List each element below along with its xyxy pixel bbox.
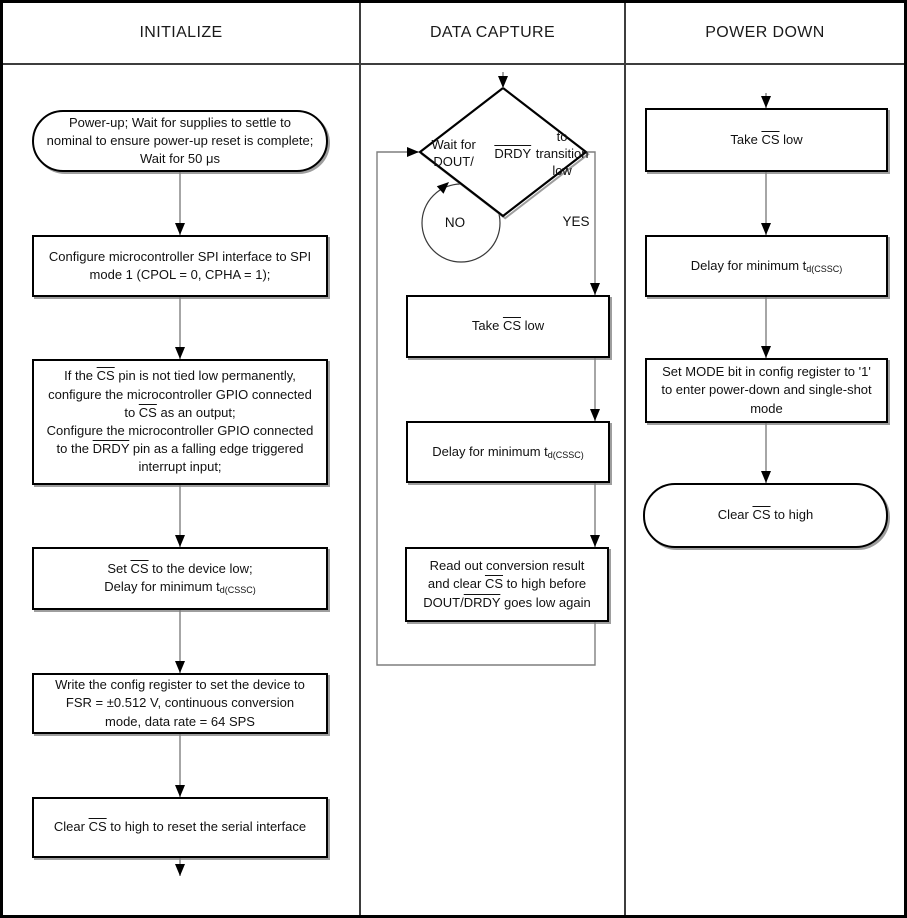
node-text: Configure microcontroller SPI interface … <box>48 248 312 282</box>
node-text: Power-up; Wait for supplies to settle to… <box>46 114 314 167</box>
node-write-config-register: Write the config register to set the dev… <box>32 673 328 734</box>
node-text: Write the config register to set the dev… <box>55 677 305 729</box>
node-text: Take CS low <box>471 318 545 334</box>
column-header-initialize: INITIALIZE <box>139 24 223 41</box>
column-divider-1 <box>359 3 361 915</box>
node-text: Set CS to the device low;Delay for minim… <box>104 561 256 596</box>
node-configure-gpio: If the CS pin is not tied low permanentl… <box>32 359 328 485</box>
node-configure-spi-mode: Configure microcontroller SPI interface … <box>32 235 328 297</box>
node-take-cs-low-capture: Take CS low <box>406 295 610 358</box>
node-delay-td-cssc-capture: Delay for minimum td(CSSC) <box>406 421 610 483</box>
node-clear-cs-high: Clear CS to high <box>643 483 888 548</box>
node-delay-td-cssc-powerdown: Delay for minimum td(CSSC) <box>645 235 888 297</box>
column-header-data-capture: DATA CAPTURE <box>429 24 556 41</box>
node-text: Clear CS to high <box>717 507 814 523</box>
node-text: Delay for minimum td(CSSC) <box>432 443 584 460</box>
header-divider <box>3 63 904 65</box>
node-text: Clear CS to high to reset the serial int… <box>53 819 307 835</box>
column-divider-2 <box>624 3 626 915</box>
column-header-power-down: POWER DOWN <box>705 24 825 41</box>
node-take-cs-low-powerdown: Take CS low <box>645 108 888 172</box>
node-power-up: Power-up; Wait for supplies to settle to… <box>32 110 328 172</box>
node-text: Take CS low <box>730 131 803 147</box>
node-text: If the CS pin is not tied low permanentl… <box>46 368 314 475</box>
node-set-mode-bit: Set MODE bit in config register to '1'to… <box>645 358 888 423</box>
node-text: Delay for minimum td(CSSC) <box>690 257 843 274</box>
label-no: NO <box>444 215 466 230</box>
node-text: Set MODE bit in config register to '1'to… <box>661 364 872 416</box>
label-yes: YES <box>562 214 590 229</box>
node-set-cs-low-delay: Set CS to the device low;Delay for minim… <box>32 547 328 610</box>
node-clear-cs-reset-interface: Clear CS to high to reset the serial int… <box>32 797 328 858</box>
